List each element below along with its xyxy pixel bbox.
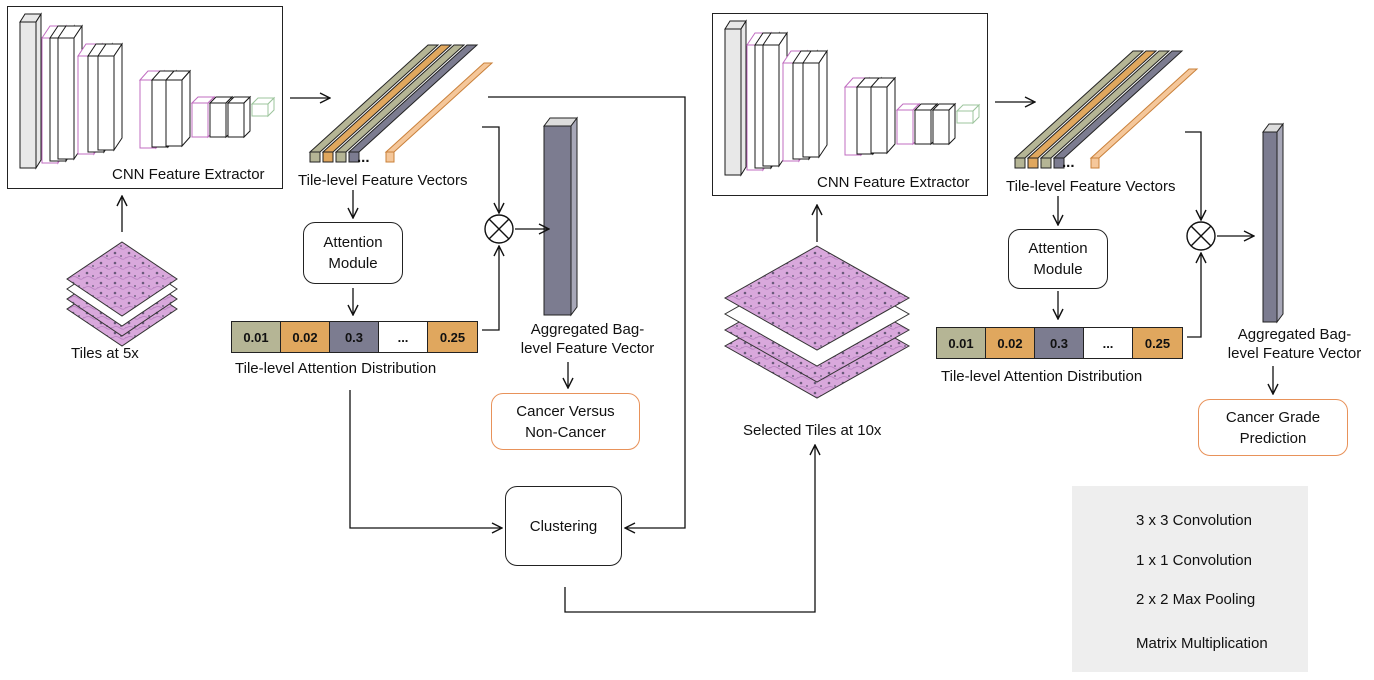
- tiles-10x-label: Selected Tiles at 10x: [743, 422, 882, 439]
- ellipsis: ...: [1062, 154, 1075, 171]
- tiles-5x-label: Tiles at 5x: [71, 345, 139, 362]
- cnn-layer: [931, 102, 957, 146]
- cnn-layers-stage2: [724, 19, 981, 177]
- ellipsis: ...: [357, 149, 370, 166]
- cnn-layer: [226, 95, 252, 139]
- attention-cell: 0.25: [428, 322, 477, 352]
- tile-stack-5x: [66, 241, 178, 347]
- cnn-layer: [19, 12, 42, 170]
- feature-vectors-label: Tile-level Feature Vectors: [1006, 178, 1176, 195]
- cnn-layer: [802, 49, 828, 159]
- attention-distribution-label: Tile-level Attention Distribution: [941, 368, 1143, 385]
- feature-vectors-stage1: [308, 44, 494, 163]
- cnn-extractor-label: CNN Feature Extractor: [112, 166, 265, 183]
- tissue-tile: [66, 241, 178, 317]
- cnn-layers-stage1: [19, 12, 276, 170]
- feature-vector-end: [385, 151, 395, 163]
- feature-vector-end: [1040, 157, 1052, 169]
- cnn-extractor-frame-stage2: [712, 13, 988, 196]
- attention-cell: 0.01: [937, 328, 986, 358]
- feature-vector-end: [348, 151, 360, 163]
- matrix-multiplication-icon: [484, 214, 514, 244]
- legend: 3 x 3 Convolution 1 x 1 Convolution 2 x …: [1072, 486, 1308, 672]
- cnn-layer: [97, 42, 123, 152]
- cnn-layer: [869, 76, 897, 155]
- attention-cell: 0.02: [281, 322, 330, 352]
- legend-item-maxpool: 2 x 2 Max Pooling: [1136, 591, 1256, 608]
- attention-cell: 0.25: [1133, 328, 1182, 358]
- cnn-layer: [250, 96, 276, 118]
- legend-item-matmul: Matrix Multiplication: [1136, 635, 1268, 652]
- cnn-extractor-frame-stage1: [7, 6, 283, 189]
- attention-cell: ...: [379, 322, 428, 352]
- attention-distribution-bar: 0.01 0.02 0.3 ... 0.25: [936, 327, 1183, 359]
- bag-vector-stage2: [1262, 122, 1284, 324]
- connectors-stage2: [817, 102, 1273, 394]
- matrix-multiplication-icon: [1186, 221, 1216, 251]
- feature-vectors-label: Tile-level Feature Vectors: [298, 172, 468, 189]
- output-box-stage2: Cancer Grade Prediction: [1198, 399, 1348, 456]
- attention-cell: 0.3: [1035, 328, 1084, 358]
- attention-module-box: Attention Module: [303, 222, 403, 284]
- feature-vector-end: [1090, 157, 1100, 169]
- attention-cell: 0.01: [232, 322, 281, 352]
- legend-item-conv3x3: 3 x 3 Convolution: [1136, 512, 1252, 529]
- feature-vector-end: [1027, 157, 1039, 169]
- tissue-tile: [723, 245, 911, 351]
- output-box-stage1: Cancer Versus Non-Cancer: [491, 393, 640, 450]
- feature-vector-bar: [1026, 50, 1158, 159]
- feature-vector-bar: [321, 44, 453, 153]
- cnn-layer: [955, 103, 981, 125]
- cnn-extractor-label: CNN Feature Extractor: [817, 174, 970, 191]
- attention-cell: 0.02: [986, 328, 1035, 358]
- legend-item-conv1x1: 1 x 1 Convolution: [1136, 552, 1252, 569]
- feature-vector-end: [322, 151, 334, 163]
- tile-stack-10x: [723, 245, 911, 399]
- feature-vector-end: [1053, 157, 1065, 169]
- attention-distribution-bar: 0.01 0.02 0.3 ... 0.25: [231, 321, 478, 353]
- feature-vector-end: [335, 151, 347, 163]
- attention-module-box: Attention Module: [1008, 229, 1108, 289]
- feature-vectors-stage2: [1013, 50, 1199, 169]
- attention-cell: ...: [1084, 328, 1133, 358]
- bag-vector-label: Aggregated Bag- level Feature Vector: [520, 321, 655, 357]
- cnn-layer: [724, 19, 747, 177]
- cnn-layer: [164, 69, 192, 148]
- connectors-stage1: [122, 97, 815, 613]
- clustering-box: Clustering: [505, 486, 622, 566]
- bag-vector-stage1: [543, 116, 578, 317]
- attention-distribution-label: Tile-level Attention Distribution: [235, 360, 437, 377]
- feature-vector-end: [309, 151, 321, 163]
- feature-vector-end: [1014, 157, 1026, 169]
- attention-cell: 0.3: [330, 322, 379, 352]
- bag-vector-label: Aggregated Bag- level Feature Vector: [1227, 326, 1362, 362]
